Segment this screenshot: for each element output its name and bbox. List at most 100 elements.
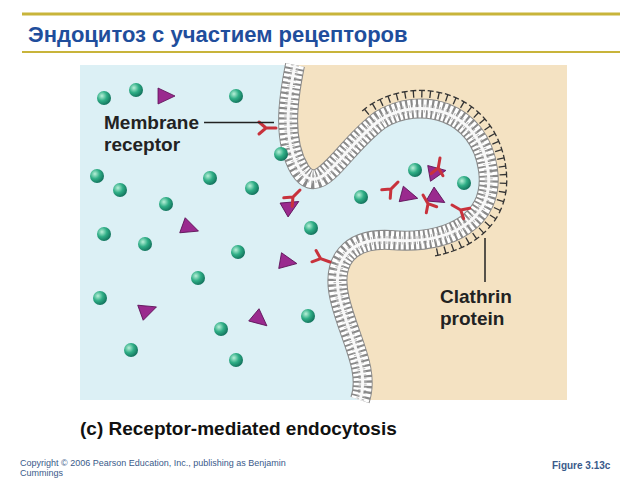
membrane-receptors — [259, 122, 470, 268]
clathrin-stroke — [413, 91, 415, 98]
clathrin-stroke — [436, 92, 442, 93]
solute-particle — [203, 171, 217, 185]
copyright-note: Copyright © 2006 Pearson Education, Inc.… — [20, 458, 300, 479]
solute-particle — [93, 291, 107, 305]
clathrin-stroke — [459, 246, 464, 248]
ligand — [399, 186, 420, 206]
clathrin-stroke — [505, 190, 507, 196]
clathrin-stroke — [421, 90, 422, 97]
clathrin-stroke — [474, 237, 479, 240]
receptor — [284, 186, 305, 207]
clathrin-stroke — [499, 191, 506, 192]
clathrin-stroke — [473, 233, 477, 239]
clathrin-stroke — [499, 208, 502, 213]
ligand — [249, 309, 272, 332]
rule-line — [22, 13, 620, 16]
clathrin-stroke — [380, 100, 383, 106]
clathrin-stroke — [451, 244, 453, 251]
solute-particle — [138, 237, 152, 251]
membrane-heads — [288, 65, 489, 400]
clathrin-stroke — [446, 95, 448, 102]
clathrin-stroke — [453, 97, 458, 99]
receptor — [418, 192, 437, 213]
clathrin-stroke — [405, 92, 406, 99]
clathrin-stroke — [498, 139, 500, 145]
membrane-tails — [288, 65, 489, 400]
clathrin-stroke — [476, 110, 480, 114]
clathrin-stroke — [483, 117, 487, 122]
solute-particle — [231, 245, 245, 259]
clathrin-stroke — [396, 94, 398, 101]
figure-caption: (c) Receptor-mediated endocytosis — [80, 418, 397, 440]
clathrin-stroke — [445, 94, 451, 96]
receptor — [259, 122, 276, 134]
clathrin-stroke — [474, 112, 479, 117]
rule-line — [22, 51, 620, 53]
clathrin-stroke — [393, 93, 399, 95]
clathrin-stroke — [479, 228, 484, 233]
receptor — [382, 178, 403, 199]
clathrin-stroke — [451, 250, 457, 252]
receptor — [312, 251, 332, 268]
clathrin-stroke — [506, 172, 508, 178]
clathrin-stroke — [362, 107, 367, 111]
clathrin-stroke — [370, 102, 375, 105]
clathrin-stroke — [492, 141, 498, 144]
clathrin-stroke — [497, 158, 504, 160]
solute-particle — [301, 309, 315, 323]
solute-particle — [229, 353, 243, 367]
ligand — [279, 253, 299, 272]
solute-particle — [97, 91, 111, 105]
clathrin-stroke — [503, 155, 504, 161]
clathrin-stroke — [377, 98, 382, 101]
solute-particle — [457, 176, 471, 190]
clathrin-stroke — [444, 247, 446, 254]
clathrin-stroke — [419, 90, 425, 91]
figure-number: Figure 3.13c — [552, 460, 610, 471]
clathrin-stroke — [494, 208, 500, 211]
clathrin-stroke — [485, 222, 490, 227]
extracellular-ground — [80, 65, 567, 400]
solute-particle — [191, 271, 205, 285]
clathrin-stroke — [428, 90, 434, 92]
clathrin-stroke — [466, 237, 469, 243]
clathrin-stroke — [429, 91, 431, 98]
solute-particle — [113, 183, 127, 197]
leader-line — [484, 238, 486, 282]
solute-particle — [129, 83, 143, 97]
clathrin-stroke — [437, 248, 438, 255]
solute-particle — [354, 190, 368, 204]
clathrin-stroke — [488, 224, 492, 229]
clathrin-stroke — [500, 174, 507, 176]
clathrin-stroke — [489, 134, 495, 137]
solute-particle — [304, 221, 318, 235]
membrane-core — [288, 65, 489, 400]
clathrin-stroke — [490, 215, 496, 219]
ligand — [180, 218, 201, 239]
receptor — [449, 200, 470, 219]
clathrin-stroke — [453, 98, 456, 104]
clathrin-stroke — [497, 200, 504, 202]
clathrin-stroke — [435, 255, 441, 256]
ligand — [158, 88, 175, 104]
clathrin-stroke — [385, 95, 391, 97]
solute-particle — [124, 343, 138, 357]
solute-particles — [90, 83, 471, 367]
clathrin-stroke — [479, 119, 484, 124]
clathrin-stroke — [443, 252, 449, 254]
clathrin-stroke — [499, 165, 506, 167]
solute-particle — [229, 89, 243, 103]
clathrin-stroke — [461, 100, 466, 103]
clathrin-stroke — [388, 96, 390, 103]
clathrin-stroke — [485, 126, 491, 130]
solute-particle — [90, 169, 104, 183]
leader-line — [204, 122, 274, 124]
clathrin-stroke — [461, 102, 465, 108]
clathrin-stroke — [506, 180, 508, 186]
clathrin-stroke — [495, 150, 502, 152]
clathrin-stroke — [494, 131, 497, 136]
callout-label: Membrane receptor — [104, 112, 229, 156]
receptor — [431, 157, 446, 176]
clathrin-stroke — [501, 147, 503, 153]
